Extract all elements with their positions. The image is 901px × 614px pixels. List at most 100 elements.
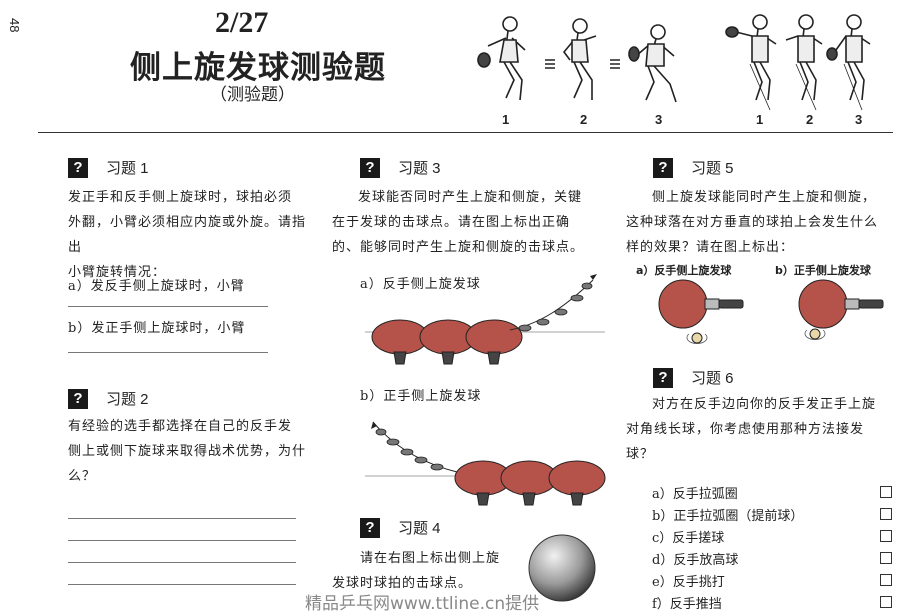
paddle-icon bbox=[454, 460, 512, 506]
q4-text-line: 发球时球拍的击球点。 bbox=[332, 576, 473, 591]
sequence-label-5: 2 bbox=[806, 112, 814, 127]
q5-text: 侧上旋发球能同时产生上旋和侧旋， 这种球落在对方垂直的球拍上会发生什么 样的效果… bbox=[626, 185, 896, 260]
paddle-icon bbox=[658, 279, 744, 329]
player-figure-6 bbox=[835, 14, 871, 101]
q3-title: 习题 3 bbox=[398, 160, 441, 177]
q5-diagram-a[interactable] bbox=[655, 278, 750, 348]
q1-heading: ? 习题 1 bbox=[68, 157, 149, 178]
q2-text-line: 么？ bbox=[68, 469, 97, 484]
q5-text-line: 样的效果？请在图上标出： bbox=[626, 240, 795, 255]
q1-text-line: 发正手和反手侧上旋球时，球拍必须 bbox=[68, 190, 293, 205]
q6-title: 习题 6 bbox=[691, 370, 734, 387]
q6-option-f: f）反手推挡 bbox=[652, 597, 722, 612]
q1-item-b: b）发正手侧上旋球时，小臂 bbox=[68, 321, 246, 336]
player-figure-1 bbox=[487, 16, 526, 101]
player-figure-4 bbox=[735, 14, 777, 101]
q6-option-c: c）反手搓球 bbox=[652, 531, 725, 546]
answer-line[interactable] bbox=[68, 562, 296, 563]
ball-icon bbox=[809, 328, 821, 340]
paddle-icon bbox=[371, 319, 429, 365]
q3-text-line: 发球能否同时产生上旋和侧旋，关键 bbox=[358, 190, 583, 205]
q6-checkbox-d[interactable] bbox=[880, 552, 892, 564]
answer-line[interactable] bbox=[68, 306, 268, 307]
q5-label-b: b）正手侧上旋发球 bbox=[775, 264, 871, 277]
q2-text-line: 有经验的选手都选择在自己的反手发 bbox=[68, 419, 293, 434]
q6-text-line: 对方在反手边向你的反手发正手上旋 bbox=[652, 397, 877, 412]
q6-option-d: d）反手放高球 bbox=[652, 553, 739, 568]
sequence-label-6: 3 bbox=[855, 112, 863, 127]
lesson-number: 2/27 bbox=[215, 6, 269, 39]
q1-title: 习题 1 bbox=[106, 160, 149, 177]
q5-diagram-b[interactable] bbox=[795, 278, 890, 348]
question-icon: ? bbox=[360, 517, 380, 538]
paddle-icon bbox=[798, 279, 884, 329]
q3-text-line: 的、能够同时产生上旋和侧旋的击球点。 bbox=[332, 240, 585, 255]
q1-text: 发正手和反手侧上旋球时，球拍必须 外翻，小臂必须相应内旋或外旋。请指出 小臂旋转… bbox=[68, 185, 308, 285]
q6-checkbox-c[interactable] bbox=[880, 530, 892, 542]
q1-item-a: a）发反手侧上旋球时，小臂 bbox=[68, 279, 245, 294]
q2-heading: ? 习题 2 bbox=[68, 388, 149, 409]
q1-text-line: 小臂旋转情况： bbox=[68, 265, 167, 280]
q3-label-b: b）正手侧上旋发球 bbox=[360, 389, 482, 404]
answer-line[interactable] bbox=[68, 540, 296, 541]
q6-text: 对方在反手边向你的反手发正手上旋 对角线长球，你考虑使用那种方法接发 球？ bbox=[626, 392, 896, 467]
serve-sequence-illustration bbox=[477, 14, 871, 111]
q4-title: 习题 4 bbox=[398, 520, 441, 537]
backhand-serve-diagram[interactable] bbox=[365, 272, 610, 382]
q5-text-line: 侧上旋发球能同时产生上旋和侧旋， bbox=[652, 190, 877, 205]
question-icon: ? bbox=[360, 157, 380, 178]
q5-title: 习题 5 bbox=[691, 160, 734, 177]
q6-option-e: e）反手挑打 bbox=[652, 575, 725, 590]
q6-checkbox-e[interactable] bbox=[880, 574, 892, 586]
paddle-icon bbox=[465, 319, 523, 365]
page-title: 侧上旋发球测验题 bbox=[130, 50, 386, 86]
page-number: 48 bbox=[7, 18, 22, 33]
q2-text: 有经验的选手都选择在自己的反手发 侧上或侧下旋球来取得战术优势，为什 么？ bbox=[68, 414, 308, 489]
sequence-label-3: 3 bbox=[655, 112, 663, 127]
q6-checkbox-b[interactable] bbox=[880, 508, 892, 520]
q6-checkbox-a[interactable] bbox=[880, 486, 892, 498]
answer-line[interactable] bbox=[68, 584, 296, 585]
player-figure-3 bbox=[635, 24, 677, 103]
q1-text-line: 外翻，小臂必须相应内旋或外旋。请指出 bbox=[68, 215, 307, 255]
q5-label-a: a）反手侧上旋发球 bbox=[636, 264, 732, 277]
q6-heading: ? 习题 6 bbox=[653, 367, 734, 388]
ball-trail bbox=[518, 282, 593, 332]
paddle-icon bbox=[548, 460, 606, 506]
ball-diagram[interactable] bbox=[526, 532, 598, 604]
sequence-label-4: 1 bbox=[756, 112, 764, 127]
question-icon: ? bbox=[653, 157, 673, 178]
answer-line[interactable] bbox=[68, 352, 268, 353]
watermark: 精品乒乓网www.ttline.cn提供 bbox=[305, 594, 540, 614]
answer-line[interactable] bbox=[68, 518, 296, 519]
q3-heading: ? 习题 3 bbox=[360, 157, 441, 178]
player-figure-5 bbox=[785, 14, 823, 101]
header-divider bbox=[38, 132, 893, 133]
q4-text-line: 请在右图上标出侧上旋 bbox=[360, 551, 501, 566]
page-subtitle: （测验题） bbox=[210, 85, 295, 105]
q5-text-line: 这种球落在对方垂直的球拍上会发生什么 bbox=[626, 215, 879, 230]
q6-text-line: 对角线长球，你考虑使用那种方法接发 bbox=[626, 422, 865, 437]
player-figure-2 bbox=[562, 18, 597, 100]
q3-label-a: a）反手侧上旋发球 bbox=[360, 277, 481, 292]
paddle-icon bbox=[500, 460, 558, 506]
q4-text: 请在右图上标出侧上旋 发球时球拍的击球点。 bbox=[332, 546, 522, 596]
q6-option-b: b）正手拉弧圈（提前球） bbox=[652, 509, 804, 524]
sequence-label-1: 1 bbox=[502, 112, 510, 127]
question-icon: ? bbox=[68, 388, 88, 409]
question-icon: ? bbox=[653, 367, 673, 388]
ball-icon bbox=[691, 332, 703, 344]
paddle-icon bbox=[419, 319, 477, 365]
q4-heading: ? 习题 4 bbox=[360, 517, 441, 538]
q2-text-line: 侧上或侧下旋球来取得战术优势，为什 bbox=[68, 444, 307, 459]
q6-option-a: a）反手拉弧圈 bbox=[652, 487, 738, 502]
forehand-serve-diagram[interactable] bbox=[365, 418, 610, 518]
q6-checkbox-f[interactable] bbox=[880, 596, 892, 608]
ball-trail bbox=[375, 428, 444, 471]
q3-text-line: 在于发球的击球点。请在图上标出正确 bbox=[332, 215, 571, 230]
sequence-label-2: 2 bbox=[580, 112, 588, 127]
q2-title: 习题 2 bbox=[106, 391, 149, 408]
question-icon: ? bbox=[68, 157, 88, 178]
q5-heading: ? 习题 5 bbox=[653, 157, 734, 178]
q3-text: 发球能否同时产生上旋和侧旋，关键 在于发球的击球点。请在图上标出正确 的、能够同… bbox=[332, 185, 622, 260]
